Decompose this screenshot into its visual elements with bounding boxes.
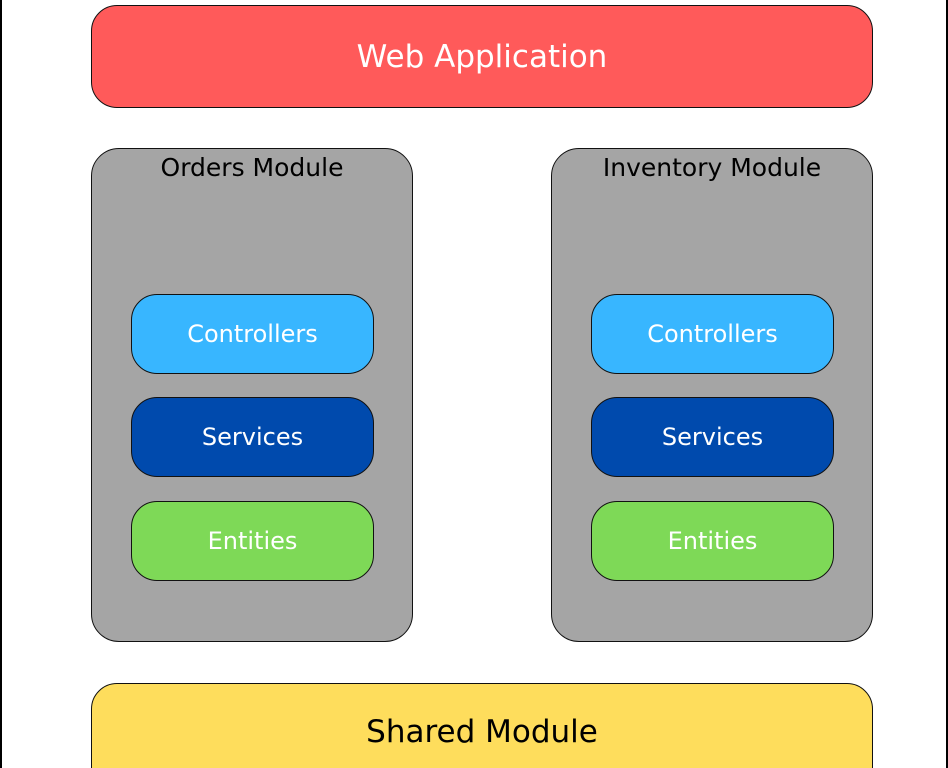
orders-entities-box: Entities: [131, 501, 374, 581]
orders-controllers-label: Controllers: [187, 320, 318, 348]
inventory-controllers-box: Controllers: [591, 294, 834, 374]
orders-entities-label: Entities: [207, 527, 298, 555]
inventory-entities-box: Entities: [591, 501, 834, 581]
inventory-services-box: Services: [591, 397, 834, 477]
inventory-module-box: Inventory Module Controllers Services En…: [551, 148, 873, 642]
inventory-services-label: Services: [661, 423, 764, 451]
orders-controllers-box: Controllers: [131, 294, 374, 374]
web-application-label: Web Application: [356, 38, 608, 75]
shared-module-label: Shared Module: [366, 714, 598, 750]
orders-services-label: Services: [201, 423, 304, 451]
orders-module-title: Orders Module: [160, 153, 344, 182]
orders-module-box: Orders Module Controllers Services Entit…: [91, 148, 413, 642]
inventory-module-title: Inventory Module: [602, 153, 822, 182]
shared-module-box: Shared Module: [91, 683, 873, 768]
inventory-entities-label: Entities: [667, 527, 758, 555]
web-application-box: Web Application: [91, 5, 873, 108]
orders-services-box: Services: [131, 397, 374, 477]
inventory-controllers-label: Controllers: [647, 320, 778, 348]
